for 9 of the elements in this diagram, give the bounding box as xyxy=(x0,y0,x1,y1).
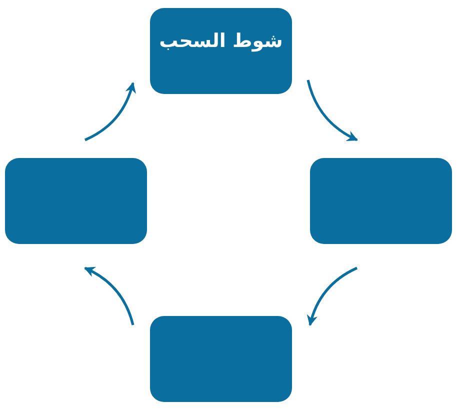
box-label: شوط السحب xyxy=(159,30,283,52)
arrow xyxy=(84,266,134,326)
arrow xyxy=(306,80,358,142)
arrow xyxy=(307,266,358,326)
process-box xyxy=(150,8,292,94)
empty-box xyxy=(310,158,452,244)
empty-box xyxy=(150,316,292,402)
empty-box xyxy=(5,158,147,244)
arrow xyxy=(84,82,136,142)
